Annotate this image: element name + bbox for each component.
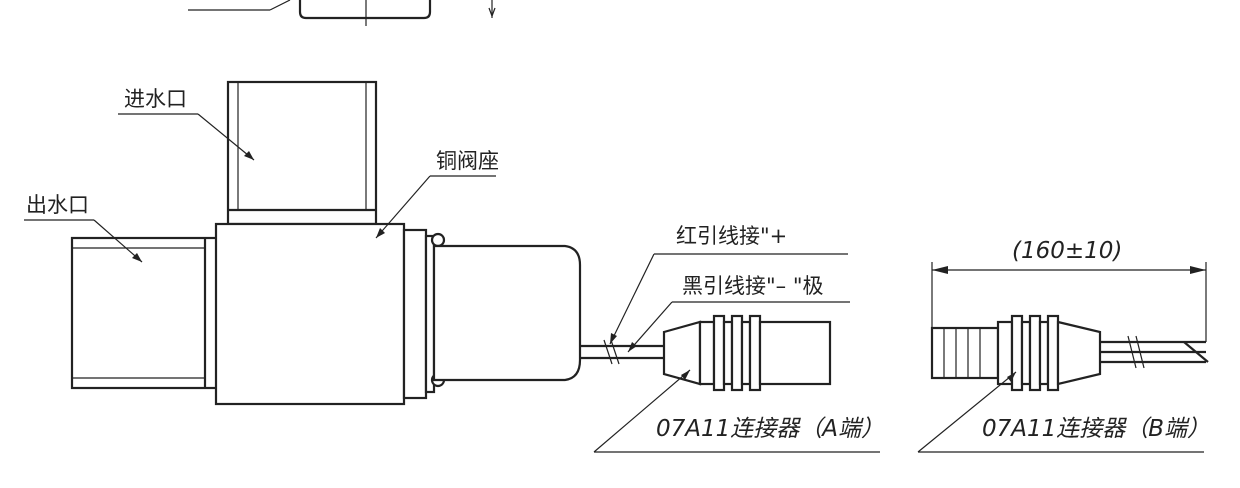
label-copper-seat: 铜阀座 (436, 149, 499, 173)
label-red-wire: 红引线接"+ (676, 224, 787, 248)
dimension-line (931, 262, 1207, 342)
label-outlet: 出水口 (26, 193, 89, 217)
label-black-wire: 黑引线接"– "极 (682, 274, 824, 298)
connector-a-shape (662, 314, 832, 392)
connector-b-shape (930, 314, 1209, 392)
top-fragment (188, 0, 496, 26)
label-dimension: (160±10) (1012, 238, 1122, 264)
label-inlet: 进水口 (124, 87, 187, 111)
valve-body (214, 222, 582, 406)
inlet-pipe (226, 80, 378, 226)
label-connector-a: 07A11连接器（A端） (656, 416, 884, 442)
label-connector-b: 07A11连接器（B端） (982, 416, 1210, 442)
leader-lines (24, 113, 1204, 453)
wires-a (580, 339, 664, 365)
outlet-pipe (70, 236, 220, 390)
